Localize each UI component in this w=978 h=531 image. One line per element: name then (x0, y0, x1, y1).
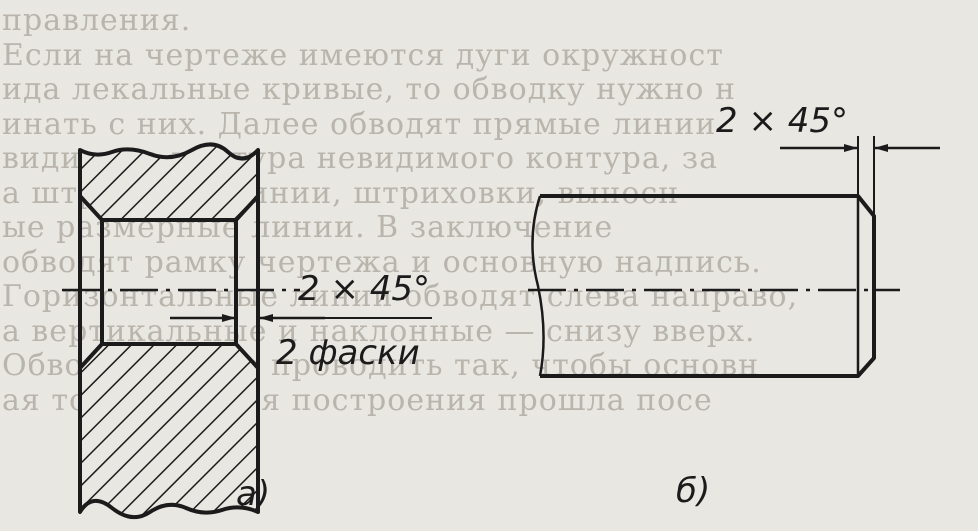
dimension-label-b: 2 × 45° (716, 101, 848, 141)
background-text-line: обводят рамку чертежа и основную надпись… (2, 244, 762, 280)
figure-a: 2 × 45° 2 фаски а) (62, 142, 432, 520)
background-text-line: инать с них. Далее обводят прямые линии (2, 106, 717, 142)
caption-b: б) (676, 471, 710, 511)
shaft-outline (540, 194, 876, 378)
background-text-line: Если на чертеже имеются дуги окружност (2, 37, 724, 73)
shaft-break-line (531, 195, 545, 377)
background-text-line: Горизонтальные линии обводят слева напра… (2, 279, 799, 314)
figure-b: 2 × 45° б) (528, 101, 940, 511)
background-text-line: ида лекальные кривые, то обводку нужно н (2, 72, 736, 107)
dimension-label-a: 2 × 45° (298, 269, 430, 309)
section-lower-hatched (78, 342, 260, 520)
section-upper-hatched (78, 142, 260, 222)
background-text-line: правления. (2, 3, 192, 38)
chamfer-note: 2 фаски (276, 333, 420, 373)
caption-a: а) (236, 474, 270, 514)
